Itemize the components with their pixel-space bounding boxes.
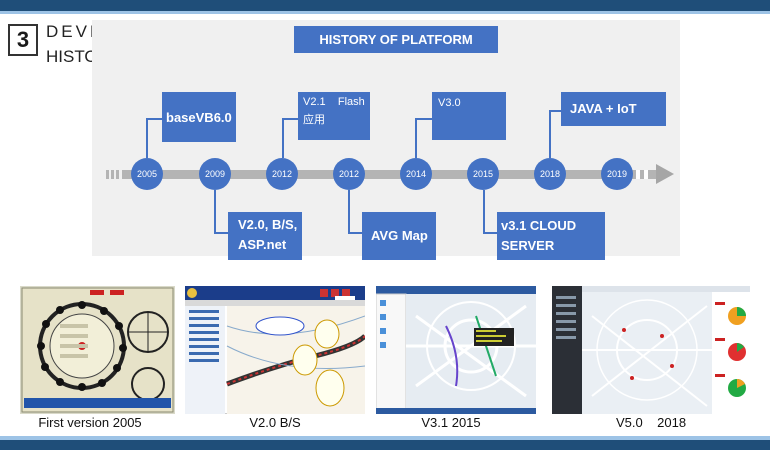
connector [549, 110, 551, 158]
screenshot-v50 [552, 286, 750, 414]
screenshot-v20-bs-image [185, 286, 365, 414]
screenshot-v20-bs [185, 286, 365, 414]
connector [282, 118, 299, 120]
milestone-text: SERVER [501, 238, 555, 253]
milestone-v20-bs: V2.0, B/S, ASP.net [228, 212, 302, 260]
milestone-text: JAVA + IoT [570, 101, 637, 116]
milestone-java-iot: JAVA + IoT [561, 92, 666, 126]
connector [348, 232, 362, 234]
top-stripe [0, 0, 770, 11]
axis-dash [116, 170, 119, 179]
milestone-text: ASP.net [238, 237, 287, 252]
year-node-2018: 2018 [534, 158, 566, 190]
connector [282, 118, 284, 158]
milestone-basevb6: baseVB6.0 [162, 92, 236, 142]
timeline-arrow-head [656, 164, 674, 184]
screenshot-v31 [376, 286, 536, 414]
milestone-text: V3.0 [438, 97, 461, 109]
caption-v31: V3.1 2015 [421, 415, 481, 430]
milestone-v30: V3.0 [432, 92, 506, 140]
connector [348, 190, 350, 234]
milestone-text: V2.0, B/S, [238, 217, 298, 232]
connector [483, 232, 497, 234]
milestone-text: v3.1 CLOUD [501, 218, 577, 233]
year-node-2015: 2015 [467, 158, 499, 190]
milestone-text: AVG Map [371, 228, 428, 243]
bottom-stripe [0, 440, 770, 450]
milestone-text: 应用 [303, 114, 325, 126]
section-number: 3 [8, 24, 38, 56]
caption-v50: V5.0 2018 [615, 415, 687, 430]
milestone-v21-flash: V2.1 Flash 应用 [298, 92, 370, 140]
connector [483, 190, 485, 234]
connector [415, 118, 417, 158]
milestone-v31-cloud: v3.1 CLOUD SERVER [497, 212, 605, 260]
connector [146, 118, 163, 120]
axis-dash [111, 170, 114, 179]
milestone-text: baseVB6.0 [166, 110, 232, 125]
connector [214, 190, 216, 234]
connector [146, 118, 148, 158]
screenshot-first-version-image [20, 286, 175, 414]
year-node-2019: 2019 [601, 158, 633, 190]
screenshot-first-version [20, 286, 175, 414]
bottom-stripe-light [0, 436, 770, 440]
year-node-2012: 2012 [266, 158, 298, 190]
platform-title: HISTORY OF PLATFORM [294, 26, 498, 53]
milestone-text: V2.1 Flash [303, 96, 365, 108]
top-stripe-light [0, 11, 770, 14]
connector [415, 118, 432, 120]
year-node-2009: 2009 [199, 158, 231, 190]
axis-gap [644, 170, 648, 179]
year-node-2014: 2014 [400, 158, 432, 190]
connector [214, 232, 228, 234]
year-node-2005: 2005 [131, 158, 163, 190]
timeline-axis [122, 170, 656, 179]
axis-dash [106, 170, 109, 179]
screenshot-v50-image [552, 286, 750, 414]
caption-v20-bs: V2.0 B/S [249, 415, 301, 430]
screenshot-v31-image [376, 286, 536, 414]
milestone-avg-map: AVG Map [362, 212, 436, 260]
caption-first-version: First version 2005 [38, 415, 142, 430]
connector [549, 110, 561, 112]
axis-gap [636, 170, 640, 179]
year-node-2012b: 2012 [333, 158, 365, 190]
